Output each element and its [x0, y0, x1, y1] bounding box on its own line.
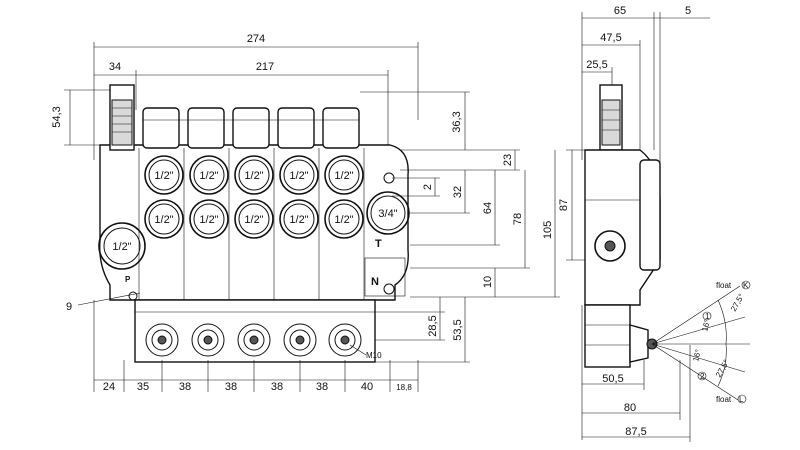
bottom-dims: 24 35 38 38 38 38 40 18,8 [93, 300, 419, 393]
side-view: 65 5 47,5 25,5 87 [558, 5, 751, 442]
dim-64: 64 [482, 202, 494, 214]
dim-217: 217 [256, 61, 274, 73]
letter-n: N [371, 276, 379, 288]
inlet-port-label: 1/2" [112, 241, 131, 253]
outlet-port-label: 3/4" [378, 208, 397, 220]
port-a5-label: 1/2" [334, 170, 353, 182]
port-b3-label: 1/2" [244, 214, 263, 226]
port-a1-label: 1/2" [154, 170, 173, 182]
float-label-bottom: float [716, 395, 732, 404]
dim-105: 105 [542, 221, 554, 239]
port-a4-label: 1/2" [289, 170, 308, 182]
dim-54-3: 54,3 [51, 106, 63, 127]
right-dims: 36,3 23 2 32 64 78 105 10 [360, 91, 560, 363]
pos-mark-1: 1 [705, 312, 710, 321]
side-dim-25-5: 25,5 [586, 59, 607, 71]
angle-27-5-top: 27,5° [729, 292, 746, 313]
dim-38-c: 38 [271, 381, 283, 393]
dim-38-a: 38 [179, 381, 191, 393]
dim-34: 34 [109, 61, 121, 73]
angle-27-5-bottom: 27,5° [714, 358, 731, 379]
port-b2-label: 1/2" [199, 214, 218, 226]
front-view: 274 217 34 54,3 [51, 33, 560, 393]
inlet-port [98, 222, 146, 270]
ports-top-row: 1/2" 1/2" 1/2" 1/2" 1/2" [144, 155, 364, 195]
lever-angles: 27,5° 16° 16° 27,5° float K 1 2 float L [651, 280, 751, 404]
dim-23: 23 [502, 154, 514, 166]
side-dim-87-5: 87,5 [625, 426, 646, 438]
dim-36-3: 36,3 [451, 111, 463, 132]
dim-78: 78 [512, 213, 524, 225]
side-dim-80: 80 [624, 402, 636, 414]
dim-28-5: 28,5 [427, 315, 439, 336]
angle-16-top: 16° [700, 318, 712, 332]
dim-2: 2 [422, 184, 434, 190]
pos-mark-k: K [743, 281, 749, 290]
port-a3-label: 1/2" [244, 170, 263, 182]
side-port [594, 230, 626, 262]
pos-mark-2: 2 [700, 372, 705, 381]
port-b4-label: 1/2" [289, 214, 308, 226]
port-a2-label: 1/2" [199, 170, 218, 182]
port-b1-label: 1/2" [154, 214, 173, 226]
side-dim-47-5: 47,5 [600, 32, 621, 44]
dim-18-8: 18,8 [396, 383, 412, 392]
side-dim-50-5: 50,5 [602, 373, 623, 385]
dim-32: 32 [452, 186, 464, 198]
dim-38-d: 38 [316, 381, 328, 393]
side-dim-5: 5 [685, 5, 691, 17]
dim-40: 40 [361, 381, 373, 393]
spool-caps [142, 107, 360, 149]
angle-16-bottom: 16° [691, 348, 703, 362]
callout-9: 9 [66, 301, 72, 313]
side-dim-87: 87 [558, 199, 570, 211]
ports-bottom-row: 1/2" 1/2" 1/2" 1/2" 1/2" [144, 199, 364, 239]
letter-p: P [125, 275, 131, 284]
spool-ends [145, 323, 362, 357]
dim-38-b: 38 [225, 381, 237, 393]
outlet-port [366, 191, 410, 235]
float-label-top: float [716, 281, 732, 290]
dim-24: 24 [103, 381, 115, 393]
dim-10: 10 [482, 276, 494, 288]
pos-mark-l: L [739, 395, 744, 404]
dim-274: 274 [247, 33, 265, 45]
port-b5-label: 1/2" [334, 214, 353, 226]
letter-t: T [375, 238, 382, 250]
side-dim-65: 65 [614, 5, 626, 17]
dim-53-5: 53,5 [452, 319, 464, 340]
dim-35: 35 [137, 381, 149, 393]
thread-label: M10 [366, 351, 382, 360]
